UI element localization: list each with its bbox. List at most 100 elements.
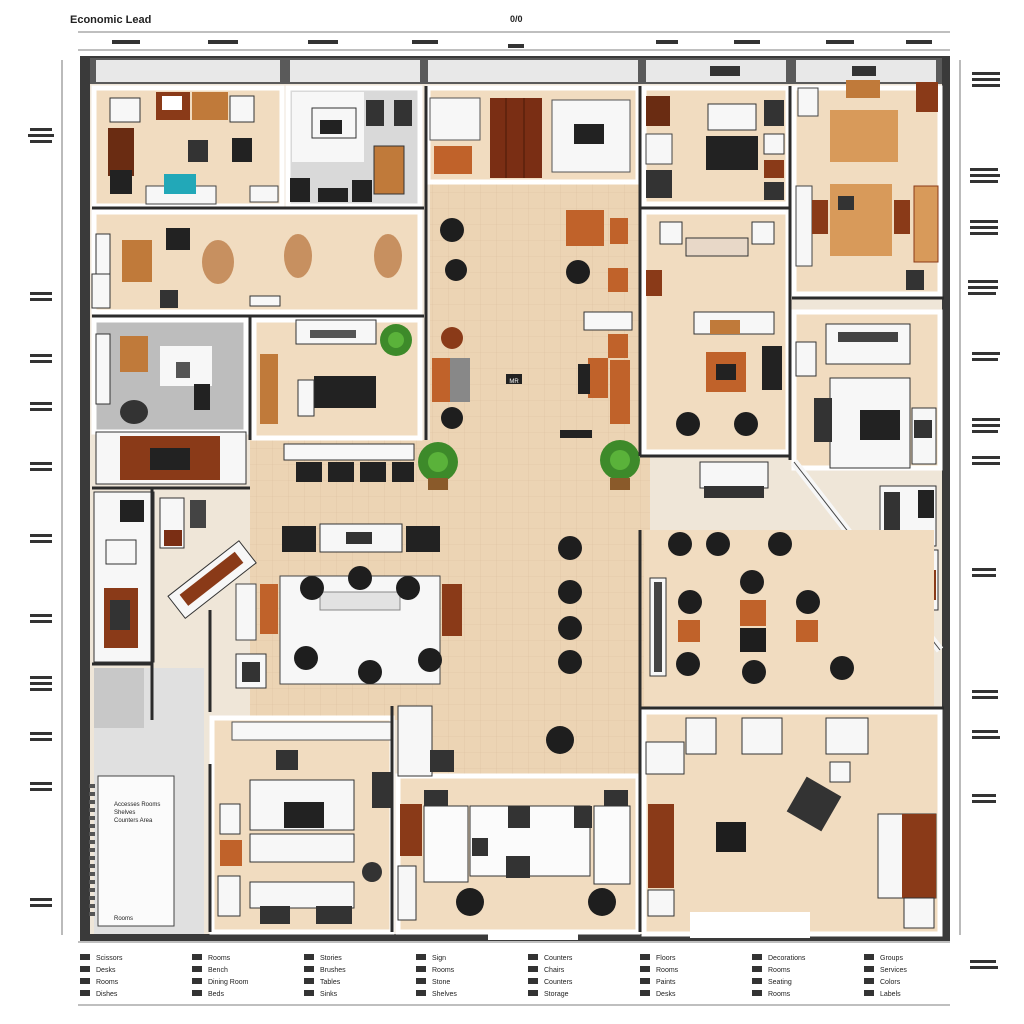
- corridor-tables: MR: [432, 210, 633, 438]
- room-office-4: [641, 85, 791, 207]
- legend-label: Rooms: [656, 967, 679, 974]
- legend-swatch: [864, 978, 874, 984]
- legend-swatch: [192, 954, 202, 960]
- legend-swatch: [192, 990, 202, 996]
- legend-swatch: [304, 966, 314, 972]
- legend-label: Brushes: [320, 967, 346, 974]
- legend-label: Seating: [768, 979, 792, 986]
- legend-label: Groups: [880, 955, 903, 962]
- legend-label: Chairs: [544, 967, 565, 974]
- legend-swatch: [416, 954, 426, 960]
- top-wall: [90, 58, 942, 84]
- room-office-right-mid: [641, 209, 791, 455]
- legend-swatch: [192, 978, 202, 984]
- south-entry: [488, 930, 578, 940]
- legend-label: Rooms: [768, 967, 791, 974]
- legend-swatch: [80, 990, 90, 996]
- legend-label: Rooms: [208, 955, 231, 962]
- legend-swatch: [80, 954, 90, 960]
- legend-label: Rooms: [96, 979, 119, 986]
- room-office-lower-left: [209, 715, 395, 935]
- legend-label: Counters: [544, 979, 573, 986]
- scale-label: 0/0: [510, 14, 523, 24]
- legend-swatch: [640, 954, 650, 960]
- legend-swatch: [528, 954, 538, 960]
- legend-label: Scissors: [96, 955, 123, 962]
- room-storage-left: [93, 491, 206, 663]
- legend-label: Labels: [880, 991, 901, 998]
- legend-swatch: [304, 990, 314, 996]
- legend-label: Storage: [544, 991, 569, 998]
- legend-swatch: [864, 990, 874, 996]
- legend-swatch: [528, 966, 538, 972]
- center-label: MR: [509, 379, 519, 385]
- legend-swatch: [80, 966, 90, 972]
- legend-label: Dining Room: [208, 979, 249, 986]
- legend-swatch: [304, 978, 314, 984]
- plant-icon: [380, 324, 412, 356]
- legend-label: Tables: [320, 979, 341, 986]
- cafeteria: [644, 461, 934, 706]
- legend-swatch: [416, 990, 426, 996]
- legend-swatch: [192, 966, 202, 972]
- room-storage: [425, 85, 641, 185]
- plant-icons: [380, 324, 640, 490]
- legend-label: Services: [880, 967, 907, 974]
- legend-label: Paints: [656, 979, 676, 986]
- legend-label: Sign: [432, 955, 446, 962]
- bench: [167, 540, 257, 619]
- legend-swatch: [528, 990, 538, 996]
- legend-swatch: [752, 990, 762, 996]
- plan-title: Economic Lead: [70, 14, 152, 26]
- room-open-office: [395, 705, 641, 935]
- legend-swatch: [640, 978, 650, 984]
- room-office-7: [91, 317, 249, 435]
- legend-swatch: [752, 966, 762, 972]
- note-line: Accesses Rooms: [114, 802, 160, 808]
- main-entrance: [690, 912, 810, 938]
- room-office-right: [791, 309, 943, 471]
- note-line: Shelves: [114, 810, 135, 816]
- legend-label: Colors: [880, 979, 901, 986]
- room-office-1: [91, 85, 285, 209]
- legend-swatch: [640, 990, 650, 996]
- legend-swatch: [304, 954, 314, 960]
- legend-swatch: [640, 966, 650, 972]
- plant-icon: [418, 442, 458, 490]
- legend-label: Rooms: [768, 991, 791, 998]
- legend-label: Beds: [208, 991, 224, 998]
- legend-label: Bench: [208, 967, 228, 974]
- legend-label: Sinks: [320, 991, 338, 998]
- interior-walls: [92, 86, 944, 932]
- legend-swatch: [752, 954, 762, 960]
- legend-swatch: [416, 966, 426, 972]
- note-line: Counters Area: [114, 818, 153, 824]
- legend-swatch: [864, 966, 874, 972]
- legend-label: Decorations: [768, 955, 806, 962]
- legend-label: Stories: [320, 955, 342, 962]
- legend-label: Shelves: [432, 991, 457, 998]
- room-office-lower-right: [641, 709, 943, 937]
- room-conference-top: [791, 80, 943, 297]
- corridor-chairs: [440, 218, 582, 754]
- service-counter: [283, 443, 415, 482]
- note-line: Rooms: [114, 916, 133, 922]
- legend-label: Rooms: [432, 967, 455, 974]
- stairwell: [89, 668, 204, 934]
- legend-label: Dishes: [96, 991, 118, 998]
- main-conference-table: [235, 523, 462, 689]
- legend-label: Desks: [656, 991, 676, 998]
- plant-icon: [600, 440, 640, 490]
- top-dimension-labels: [112, 40, 932, 48]
- legend-label: Counters: [544, 955, 573, 962]
- room-lounge-left: [91, 209, 423, 315]
- legend-label: Desks: [96, 967, 116, 974]
- reception-desk: [95, 431, 247, 485]
- legend-swatch: [864, 954, 874, 960]
- legend-label: Stone: [432, 979, 450, 986]
- legend-swatch: [752, 978, 762, 984]
- dimension-lines: [61, 31, 961, 1006]
- legend-label: Floors: [656, 955, 676, 962]
